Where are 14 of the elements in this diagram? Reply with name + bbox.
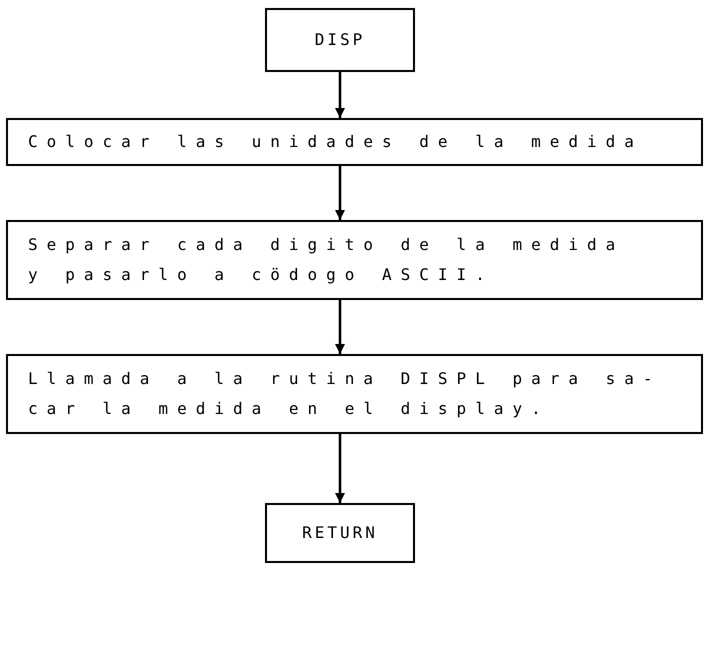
arrow <box>335 434 345 503</box>
arrow <box>335 72 345 118</box>
process-box <box>6 118 703 166</box>
process-box <box>6 354 703 434</box>
terminal-box <box>265 8 415 72</box>
terminal-label: RETURN <box>302 522 378 544</box>
process-box <box>6 220 703 300</box>
step-text: Llamada a la rutina DISPL para sa- car la medida en el display. <box>28 368 663 420</box>
terminal-box <box>265 503 415 563</box>
arrow <box>335 166 345 220</box>
arrow <box>335 300 345 354</box>
step-text: Separar cada digito de la medida y pasarlo a cödogo ASCII. <box>28 234 626 286</box>
terminal-label: DISP <box>314 29 366 51</box>
step-text: Colocar las unidades de la medida <box>28 131 644 153</box>
